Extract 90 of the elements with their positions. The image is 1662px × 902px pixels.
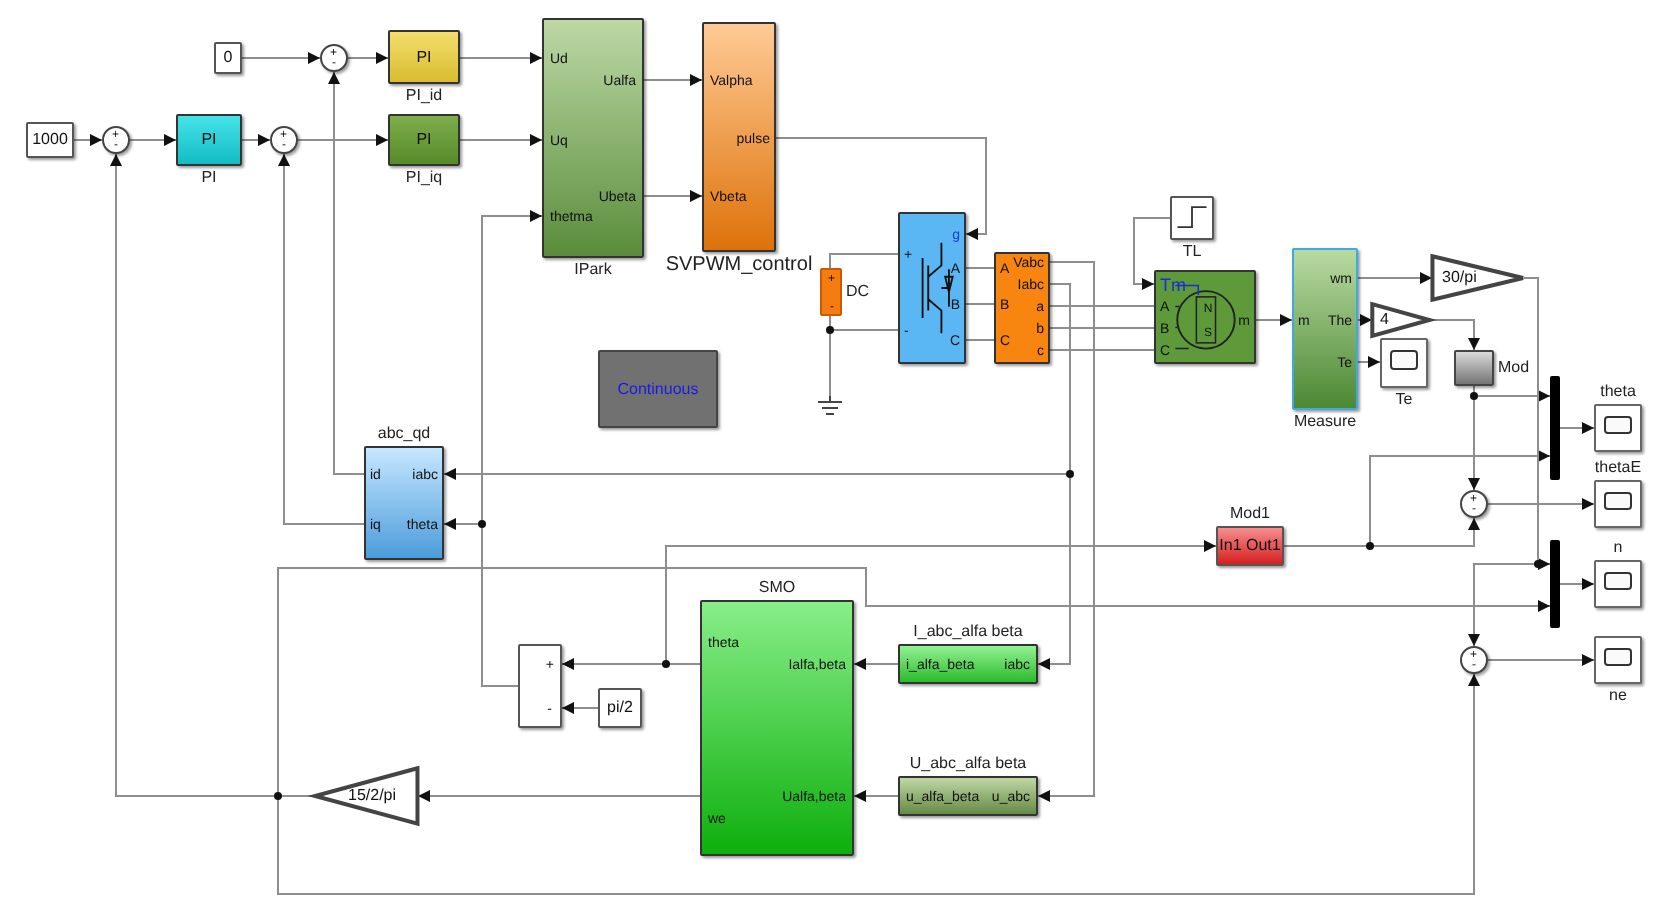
signal-arrow [1559, 578, 1595, 590]
block-label: In1 Out1 [1219, 538, 1281, 554]
connection-line [965, 339, 995, 341]
signal-arrow [1468, 277, 1539, 647]
sum-circle [1460, 490, 1488, 518]
connection-line [965, 267, 995, 269]
connection-line [965, 303, 995, 305]
block-caption: PI_id [405, 88, 443, 104]
signal-arrow [459, 52, 543, 64]
block-caption: PI [201, 170, 217, 186]
block-caption: Mod1 [1230, 506, 1270, 522]
signal-arrow [1429, 319, 1480, 351]
port-label: Tm [1160, 277, 1186, 295]
block-caption: ne [1609, 688, 1627, 704]
signal-arrow [1473, 385, 1551, 402]
signal-arrow [1133, 217, 1171, 290]
signal-arrow [561, 702, 599, 714]
block-caption: Mod [1498, 360, 1530, 376]
block-caption: thetaE [1594, 460, 1642, 476]
signal-arrow [1037, 261, 1095, 802]
gain-block [314, 768, 418, 824]
block-caption: PI_iq [405, 170, 443, 186]
block-label: PI [416, 132, 432, 148]
solver-block [598, 350, 718, 428]
constant-block [26, 122, 74, 158]
block-caption: DC [846, 284, 870, 300]
block-caption: I_abc_alfa beta [913, 624, 1023, 640]
signal-arrow [1487, 498, 1595, 510]
gain-label: 15/2/pi [348, 788, 397, 804]
block-caption: SVPWM_control [665, 256, 813, 276]
sum-circle [102, 126, 130, 154]
block-caption: theta [1600, 384, 1636, 400]
signal-arrow [241, 52, 321, 64]
gain-block [1432, 256, 1524, 300]
signal-arrow [1283, 450, 1551, 547]
connection-line [1049, 305, 1155, 307]
signal-arrow [1357, 356, 1381, 368]
signal-arrow [1255, 314, 1293, 326]
signal-arrow [277, 673, 1480, 895]
constant-block [598, 688, 642, 728]
signal-arrow [665, 540, 1217, 665]
signal-arrow [1037, 283, 1071, 670]
signal-arrow [853, 790, 899, 802]
block-caption: SMO [758, 580, 796, 596]
signal-arrow [73, 134, 103, 146]
block-caption: IPark [574, 262, 612, 278]
block-label: PI [201, 132, 217, 148]
signal-arrow [643, 74, 703, 86]
ground-symbol [816, 396, 844, 416]
sum-circle [270, 126, 298, 154]
signal-arrow [241, 134, 271, 146]
block-label: PI [416, 49, 432, 65]
sum-circle [1460, 646, 1488, 674]
mux-bar [1550, 540, 1560, 628]
signal-arrow [853, 658, 899, 670]
signal-arrow [1559, 422, 1595, 434]
block-caption: abc_qd [377, 426, 431, 442]
block-caption: Measure [1293, 414, 1357, 430]
connection-line [829, 253, 899, 269]
signal-arrow [347, 52, 389, 64]
block-caption: U_abc_alfa beta [909, 756, 1027, 772]
block-caption: Te [1395, 392, 1413, 408]
signal-arrow [277, 567, 1551, 797]
signal-arrow [1357, 314, 1373, 326]
signal-arrow [129, 134, 177, 146]
signal-arrow [643, 190, 703, 202]
connection-line [1049, 349, 1155, 351]
gain-label: 4 [1380, 312, 1389, 328]
block-label: 1000 [32, 132, 68, 148]
constant-block [214, 42, 242, 74]
signal-arrow [278, 153, 365, 525]
signal-arrow [1487, 654, 1595, 666]
gain-label: 30/pi [1442, 270, 1477, 286]
signal-arrow [297, 134, 389, 146]
block-label: Continuous [617, 381, 699, 397]
sum-block [518, 644, 562, 728]
mux-bar [1550, 376, 1560, 480]
signal-arrow [481, 210, 543, 687]
signal-arrow [417, 790, 701, 802]
signal-arrow [459, 134, 543, 146]
signal-arrow [775, 137, 987, 240]
measurement-block [994, 252, 1050, 364]
block-caption: n [1613, 540, 1623, 556]
block-caption: TL [1182, 244, 1202, 260]
signal-arrow [1357, 272, 1433, 284]
signal-arrow [328, 71, 365, 475]
block-label: 0 [223, 50, 233, 66]
sum-circle [320, 44, 348, 72]
block-label: pi/2 [607, 700, 633, 716]
connection-line [1049, 327, 1155, 329]
